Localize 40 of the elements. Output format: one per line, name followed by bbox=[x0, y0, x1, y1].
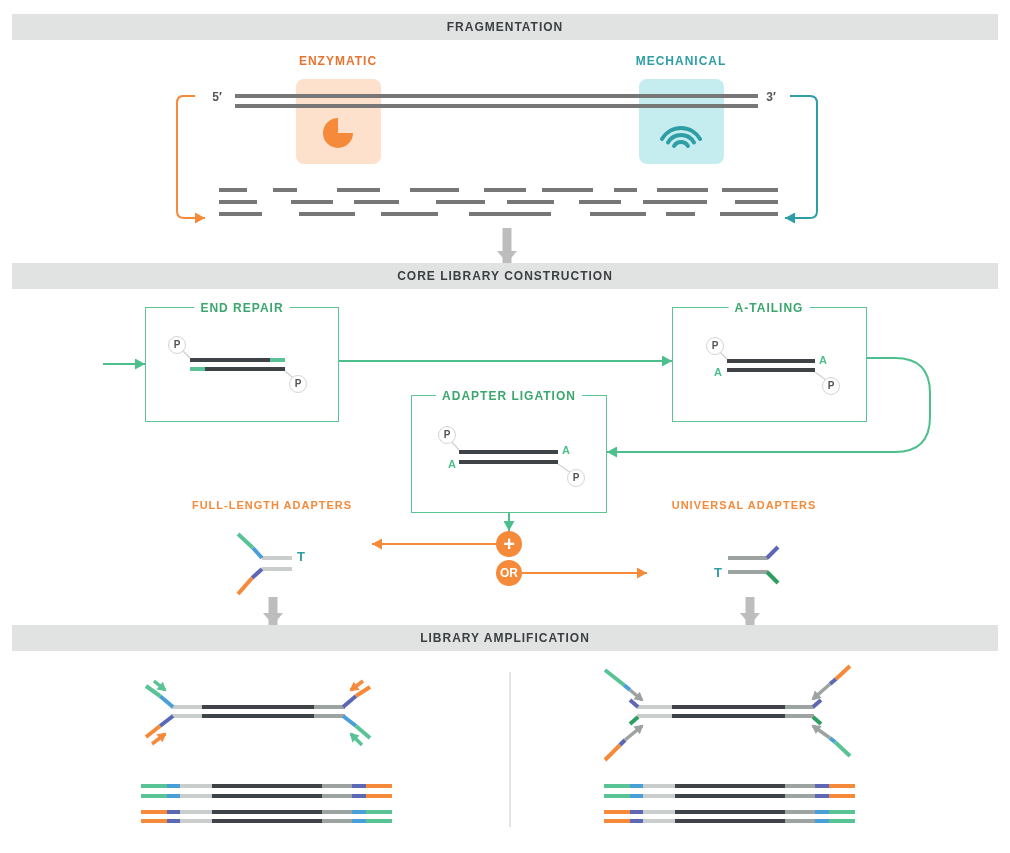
phosphate-circle: P bbox=[706, 337, 724, 355]
block-arrow bbox=[497, 228, 517, 263]
adenine-label: A bbox=[562, 444, 570, 456]
block-arrow bbox=[740, 597, 760, 625]
adenine-label: A bbox=[448, 458, 456, 470]
step-title: END REPAIR bbox=[194, 301, 290, 315]
adapter-heading: FULL-LENGTH ADAPTERS bbox=[191, 499, 353, 511]
arrow bbox=[102, 358, 146, 370]
arrow bbox=[338, 355, 673, 367]
adenine-label: A bbox=[714, 366, 722, 378]
method-heading: ENZYMATIC bbox=[298, 54, 378, 68]
section-band bbox=[12, 263, 998, 289]
arrow bbox=[503, 512, 515, 532]
block-arrow bbox=[263, 597, 283, 625]
step-title: ADAPTER LIGATION bbox=[436, 389, 582, 403]
section-band bbox=[12, 625, 998, 651]
section-heading: FRAGMENTATION bbox=[446, 20, 564, 34]
phosphate-circle: P bbox=[289, 375, 307, 393]
section-band bbox=[12, 14, 998, 40]
phosphate-circle: P bbox=[567, 469, 585, 487]
phosphate-circle: P bbox=[438, 426, 456, 444]
strand-end-label: 5′ bbox=[212, 90, 222, 104]
section-heading: CORE LIBRARY CONSTRUCTION bbox=[397, 269, 613, 283]
arrow bbox=[606, 357, 931, 458]
strand-end-label: 3′ bbox=[766, 90, 776, 104]
adapter-heading: UNIVERSAL ADAPTERS bbox=[671, 499, 817, 511]
method-heading: MECHANICAL bbox=[635, 54, 727, 68]
phosphate-circle: P bbox=[168, 336, 186, 354]
step-title: A-TAILING bbox=[728, 301, 810, 315]
or-badge: OR bbox=[496, 560, 522, 586]
arrow bbox=[784, 95, 818, 224]
thymine-label: T bbox=[297, 548, 305, 564]
thymine-label: T bbox=[714, 564, 722, 580]
arrow bbox=[176, 95, 206, 224]
arrow bbox=[371, 538, 497, 550]
adenine-label: A bbox=[819, 354, 827, 366]
section-heading: LIBRARY AMPLIFICATION bbox=[420, 631, 590, 645]
phosphate-circle: P bbox=[822, 377, 840, 395]
plus-badge: + bbox=[496, 531, 522, 557]
arrow bbox=[521, 567, 648, 579]
